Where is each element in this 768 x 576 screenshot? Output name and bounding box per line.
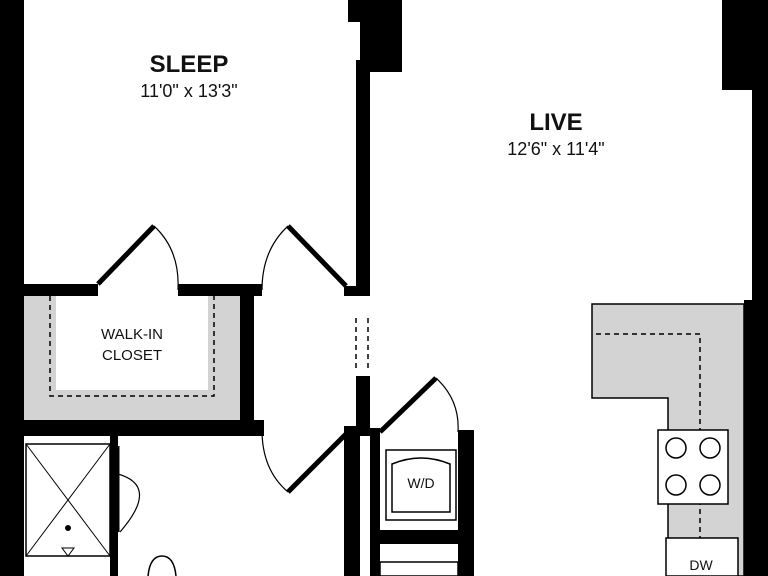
wall-live-left-lower xyxy=(356,376,370,436)
shower xyxy=(25,443,111,557)
lower-appliance xyxy=(379,561,459,576)
closet-inner xyxy=(56,296,208,390)
room-name-sleep: SLEEP xyxy=(150,51,229,78)
shower-diagonal xyxy=(25,443,111,557)
door-leaf xyxy=(286,432,348,494)
wall-closet-right xyxy=(240,290,254,430)
washer-dryer-detail xyxy=(391,457,451,513)
door-leaf xyxy=(96,224,156,286)
door-swing-arc xyxy=(435,377,459,433)
washer-dryer-label: W/D xyxy=(407,475,434,491)
dishwasher xyxy=(665,537,739,576)
room-name-live: LIVE xyxy=(529,109,582,136)
door-swing-arc xyxy=(261,429,289,493)
burner-icon xyxy=(699,474,721,496)
burner-icon xyxy=(699,437,721,459)
wall-live-left xyxy=(356,60,370,296)
wall-bath-right xyxy=(110,436,118,576)
door-swing-arc xyxy=(117,473,141,533)
wall-right-inner xyxy=(744,300,758,576)
wall-bath-mid xyxy=(344,426,360,576)
wall-sleep-bottom-left xyxy=(0,284,98,296)
room-dimensions-sleep: 11'0" x 13'3" xyxy=(140,81,237,101)
doors xyxy=(96,224,459,576)
room-dimensions-live: 12'6" x 11'4" xyxy=(507,139,604,159)
wall-closet-divider xyxy=(24,420,264,436)
washer-dryer: W/D xyxy=(379,449,459,576)
toilet-icon xyxy=(147,555,177,576)
door-swing-arc xyxy=(153,225,179,291)
wall-sleep-live-upper xyxy=(348,0,362,22)
walk-in-closet: WALK-IN CLOSET xyxy=(24,296,240,420)
burner-icon xyxy=(665,437,687,459)
kitchen-counter: DW xyxy=(591,303,745,576)
door-leaf xyxy=(378,376,438,434)
wall-laundry-top-right xyxy=(458,430,474,576)
door-leaf xyxy=(286,224,348,288)
closet-label-line2: CLOSET xyxy=(102,347,162,364)
wall-laundry-mid xyxy=(370,530,474,544)
wall-laundry-left xyxy=(370,428,380,576)
shower-head-icon xyxy=(61,547,75,557)
door-swing-arc xyxy=(261,225,289,291)
closet-rod-line xyxy=(49,296,215,397)
closet-label-line1: WALK-IN xyxy=(101,326,163,343)
burner-icon xyxy=(665,474,687,496)
drain-icon xyxy=(65,525,71,531)
dishwasher-label: DW xyxy=(689,557,713,573)
wall-sleep-bottom-right xyxy=(344,286,360,296)
